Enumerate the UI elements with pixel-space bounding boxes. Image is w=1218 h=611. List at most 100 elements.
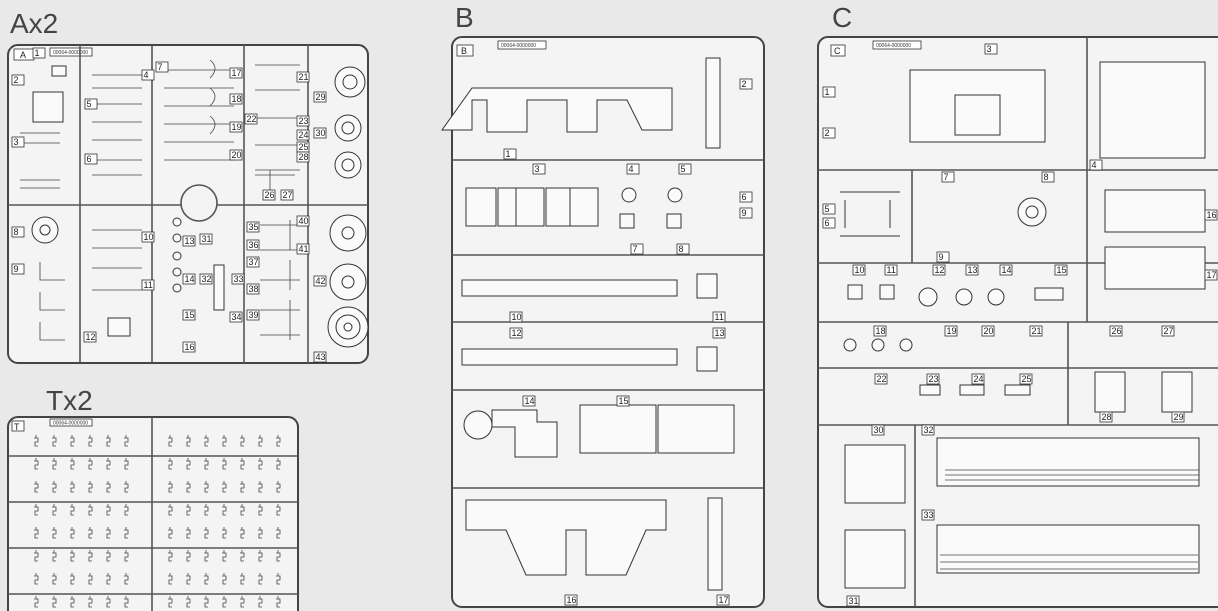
track-link-part <box>52 550 57 562</box>
track-link-part <box>222 435 227 447</box>
sprue-a-part-number: 7 <box>158 62 163 72</box>
sprue-a-tag-box <box>182 309 196 321</box>
sprue-c-tag-box <box>944 325 958 337</box>
sprue-c-tag-box <box>822 217 836 229</box>
track-link-part <box>240 435 245 447</box>
track-link-part <box>168 504 173 516</box>
sprue-a-part-number: 5 <box>87 99 92 109</box>
track-link-part <box>88 550 93 562</box>
sprue-c-part-number: 5 <box>825 204 830 214</box>
track-link-part <box>168 527 173 539</box>
sprue-a-part-number: 21 <box>299 72 309 82</box>
track-link-part <box>52 527 57 539</box>
sprue-c-part-number: 27 <box>1164 326 1174 336</box>
sprue-b-part-number: 6 <box>742 192 747 202</box>
sprue-a-tag-box <box>141 69 155 81</box>
track-link-part <box>124 504 129 516</box>
sprue-a-part-number: 16 <box>185 342 195 352</box>
sprue-a-title: Ax2 <box>10 8 58 39</box>
track-link-part <box>168 573 173 585</box>
sprue-b-part-number: 4 <box>629 164 634 174</box>
track-link-part <box>70 596 75 608</box>
sprue-t-letter: T <box>14 422 20 432</box>
sprue-c-part-number: 4 <box>1092 160 1097 170</box>
sprue-a-tag-box <box>199 233 213 245</box>
sprue-a-tag-box <box>296 129 310 141</box>
sprue-a-tag-box <box>199 273 213 285</box>
sprue-b-tag-box <box>626 163 640 175</box>
sprue-c-title: C <box>832 2 852 33</box>
sprue-b-part-number: 7 <box>633 244 638 254</box>
sprue-a-part-number: 19 <box>232 122 242 132</box>
sprue-c-tag-box <box>981 325 995 337</box>
track-link-part <box>106 504 111 516</box>
sprue-a-part-number: 22 <box>247 114 257 124</box>
sprue-c-tag-box <box>932 264 946 276</box>
sprue-t: T 00064-0000000 <box>7 416 299 611</box>
track-link-part <box>276 504 281 516</box>
sprue-c-tag-box <box>822 86 836 98</box>
sprue-c-part-number: 32 <box>924 425 934 435</box>
sprue-c-part-number: 31 <box>849 596 859 606</box>
sprue-a-tag-box <box>141 279 155 291</box>
sprue-c-part-number: 3 <box>987 44 992 54</box>
track-link-part <box>276 458 281 470</box>
sprue-c-part-number: 14 <box>1002 265 1012 275</box>
sprue-b-tag-box <box>712 327 726 339</box>
sprue-b-title: B <box>455 2 474 33</box>
sprue-a-tag-box <box>246 239 260 251</box>
sprue-c-tag-box <box>984 43 998 55</box>
sprue-a-tag-box <box>83 331 97 343</box>
track-link-part <box>34 527 39 539</box>
track-link-part <box>258 573 263 585</box>
sprue-a-tag-box <box>313 351 327 363</box>
track-link-part <box>186 504 191 516</box>
track-link-part <box>168 481 173 493</box>
sprue-b-tag-box <box>509 327 523 339</box>
track-link-part <box>222 550 227 562</box>
sprue-c-part-number: 6 <box>825 218 830 228</box>
track-link-part <box>88 481 93 493</box>
track-link-part <box>240 458 245 470</box>
track-link-part <box>240 504 245 516</box>
sprue-a-part-number: 26 <box>265 190 275 200</box>
sprue-b-tag-box <box>503 148 517 160</box>
sprue-a-tag-box <box>296 71 310 83</box>
track-link-part <box>124 550 129 562</box>
sprue-a-part-number: 3 <box>14 137 19 147</box>
sprue-c-part-number: 19 <box>947 326 957 336</box>
track-link-part <box>70 458 75 470</box>
sprue-t-code: 00064-0000000 <box>53 421 88 427</box>
sprue-b-part-number: 15 <box>619 396 629 406</box>
sprue-c-tag-box <box>884 264 898 276</box>
sprue-a-tag-box <box>229 67 243 79</box>
sprue-a-tag-box <box>313 127 327 139</box>
track-link-part <box>204 596 209 608</box>
track-link-part <box>258 435 263 447</box>
sprue-c-code: 00064-0000000 <box>876 43 911 49</box>
track-link-part <box>70 550 75 562</box>
track-link-part <box>204 504 209 516</box>
track-link-part <box>88 527 93 539</box>
sprue-a-tag-box <box>313 91 327 103</box>
sprue-b-part-number: 8 <box>679 244 684 254</box>
sprue-a-part-number: 24 <box>299 130 309 140</box>
sprue-a-part-number: 40 <box>299 216 309 226</box>
sprue-c-part-number: 17 <box>1207 270 1217 280</box>
sprue-c-tag-box <box>971 373 985 385</box>
track-link-part <box>168 435 173 447</box>
sprue-b-tag-box <box>564 594 578 606</box>
sprue-a-part-number: 14 <box>185 274 195 284</box>
sprue-b-part-number: 14 <box>525 396 535 406</box>
sprue-b-tag-box <box>676 243 690 255</box>
sprue-a-tag-box <box>11 136 25 148</box>
sprue-a-part-number: 1 <box>35 48 40 58</box>
sprue-b-tag-box <box>739 191 753 203</box>
track-link-part <box>34 596 39 608</box>
sprue-c-tag-box <box>965 264 979 276</box>
track-link-part <box>106 596 111 608</box>
sprue-a-part-number: 38 <box>249 284 259 294</box>
sprue-c-part-number: 18 <box>876 326 886 336</box>
track-link-part <box>186 481 191 493</box>
